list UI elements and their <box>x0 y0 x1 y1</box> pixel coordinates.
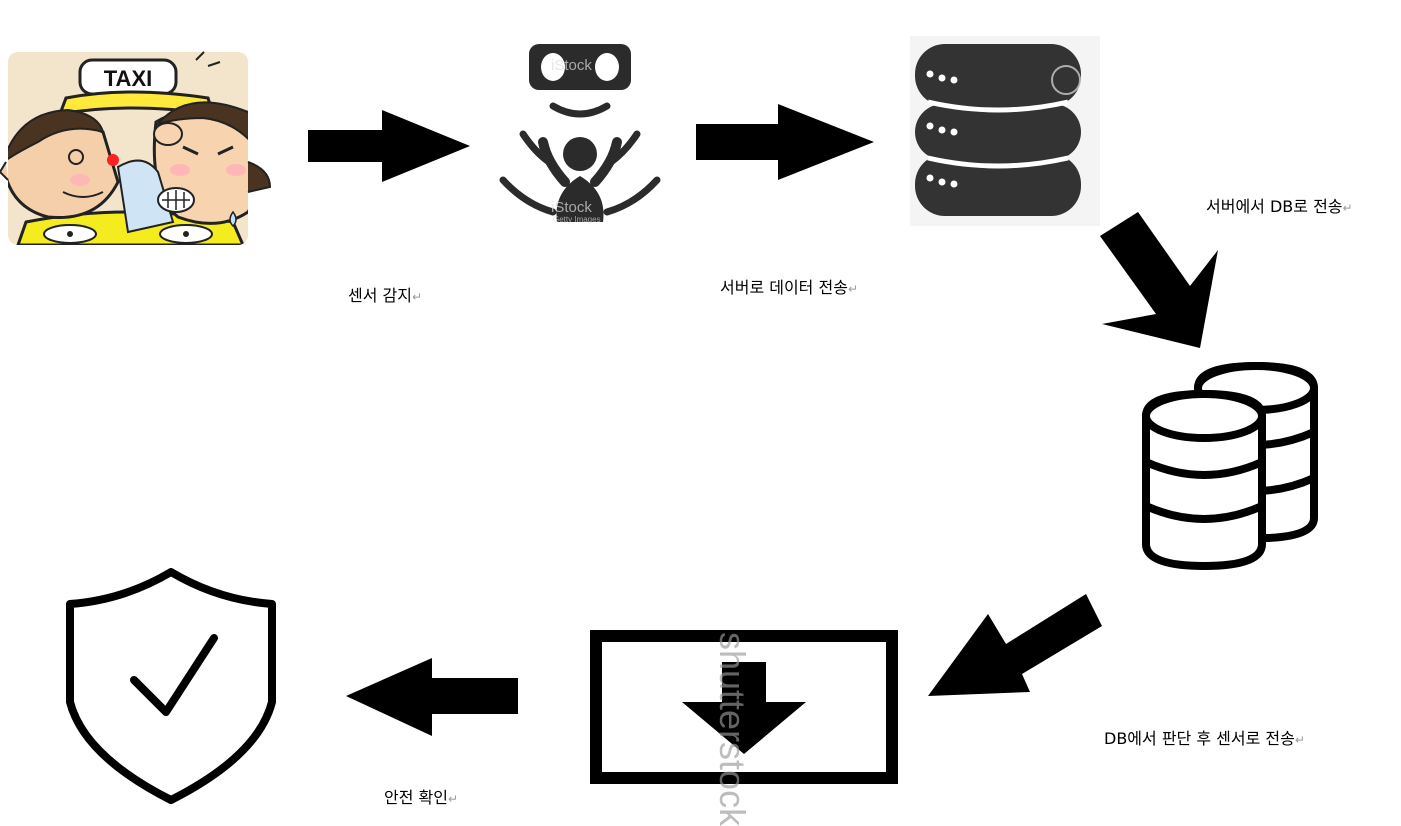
shield-check-icon <box>64 566 278 806</box>
arrow-down-left <box>926 592 1106 700</box>
server-stack-icon <box>910 36 1100 226</box>
istock-watermark-sub: Getty Images <box>553 215 601 224</box>
label-db-judge-send-text: DB에서 판단 후 센서로 전송 <box>1104 729 1295 748</box>
label-sensor-detect-text: 센서 감지 <box>348 286 412 305</box>
arrow-down-right <box>1098 210 1226 354</box>
label-sensor-detect: 센서 감지↵ <box>348 286 422 307</box>
arrow-left <box>344 656 520 740</box>
istock-watermark-bottom: iStock <box>551 199 592 216</box>
return-mark: ↵ <box>411 290 423 304</box>
motion-sensor-icon: iStock iStock Getty Images <box>495 42 685 232</box>
label-safety-confirm: 안전 확인↵ <box>384 788 458 809</box>
return-mark: ↵ <box>1294 733 1305 747</box>
label-safety-confirm-text: 안전 확인 <box>384 788 448 807</box>
taxi-fight-illustration: TAXI <box>0 51 272 245</box>
database-icon <box>1140 360 1322 574</box>
label-server-to-db-text: 서버에서 DB로 전송 <box>1206 197 1343 216</box>
shutterstock-watermark: shutterstock <box>712 632 753 826</box>
arrow-right-2 <box>694 102 878 184</box>
download-box-icon: shutterstock <box>590 630 898 826</box>
label-send-to-server-text: 서버로 데이터 전송 <box>720 278 848 297</box>
label-send-to-server: 서버로 데이터 전송↵ <box>720 278 858 299</box>
label-server-to-db: 서버에서 DB로 전송↵ <box>1206 197 1353 218</box>
label-db-judge-send: DB에서 판단 후 센서로 전송↵ <box>1104 729 1305 750</box>
arrow-right-1 <box>306 108 474 186</box>
taxi-sign-text: TAXI <box>104 66 152 91</box>
return-mark: ↵ <box>847 282 858 296</box>
return-mark: ↵ <box>447 792 459 806</box>
return-mark: ↵ <box>1342 201 1353 215</box>
istock-watermark-top: iStock <box>551 57 592 74</box>
